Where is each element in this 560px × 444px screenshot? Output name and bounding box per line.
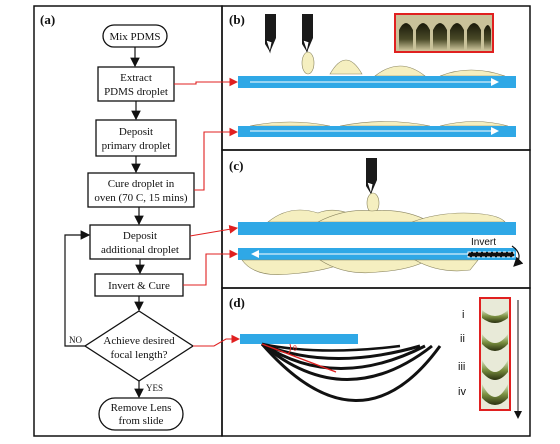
- connector-deposit-primary-b: [194, 127, 239, 191]
- panel-d: (d) θ i ii iii iv: [221, 287, 531, 437]
- inset-photo-b: [394, 13, 494, 53]
- node-extract-line2: PDMS droplet: [104, 86, 168, 98]
- invert-label: Invert: [471, 237, 496, 248]
- connector-decision-d: [193, 334, 241, 347]
- panel-a: (a) Mix PDMS Extract PDMS droplet Deposi…: [33, 5, 223, 437]
- node-invert-cure-label: Invert & Cure: [108, 280, 170, 292]
- invert-rotation-icon: [511, 245, 524, 267]
- panel-b-label: (b): [229, 12, 245, 27]
- node-cure-line2: oven (70 C, 15 mins): [94, 192, 188, 204]
- panel-b: (b): [221, 5, 531, 151]
- inset-cells: [399, 23, 491, 50]
- roman-iii: iii: [458, 361, 465, 373]
- slide-c-dashes: [467, 251, 515, 258]
- tangent-line: [261, 343, 337, 373]
- flat-droplet-1: [249, 121, 331, 127]
- node-remove-lens: [98, 397, 184, 431]
- panel-d-frame: [221, 287, 531, 437]
- panel-d-label: (d): [229, 295, 245, 310]
- node-deposit-additional: [89, 224, 191, 260]
- flat-droplet-3: [439, 121, 509, 127]
- flat-droplet-2: [339, 121, 431, 127]
- node-extract-line1: Extract: [120, 72, 152, 84]
- droplet-flat: [439, 69, 506, 77]
- contact-angle-arc: [287, 343, 292, 355]
- node-deposit-primary-line1: Deposit: [119, 126, 153, 138]
- roman-ii: ii: [460, 333, 465, 345]
- panel-c-label: (c): [229, 158, 243, 173]
- droplet-c-hang-center: [318, 259, 430, 274]
- node-deposit-primary-line2: primary droplet: [102, 140, 171, 152]
- droplet-c-center: [317, 210, 432, 223]
- connector-invert-c: [183, 249, 239, 286]
- label-no: NO: [69, 335, 82, 345]
- node-deposit-primary: [95, 119, 177, 157]
- droplet-tall: [329, 59, 363, 75]
- node-cure-line1: Cure droplet in: [108, 178, 175, 190]
- node-remove-line1: Remove Lens: [111, 402, 172, 414]
- connector-extract-b: [174, 77, 239, 87]
- node-deposit-additional-line1: Deposit: [123, 230, 157, 242]
- node-remove-line2: from slide: [119, 415, 164, 427]
- node-extract-droplet: [97, 66, 175, 102]
- theta-label: θ: [293, 344, 297, 353]
- connector-deposit-additional-c: [189, 224, 239, 237]
- panel-c: (c) Invert: [221, 149, 531, 289]
- slide-d: [240, 334, 358, 344]
- connectors: [174, 77, 241, 347]
- loop-no: [64, 230, 91, 347]
- node-decision-line2: focal length?: [110, 349, 167, 361]
- slide-c-top: [238, 222, 516, 235]
- roman-iv: iv: [458, 386, 466, 398]
- droplet-c-right: [411, 212, 506, 223]
- syringe-tip-2: [301, 14, 315, 75]
- syringe-c: [366, 158, 380, 214]
- node-cure-droplet: [87, 172, 195, 208]
- photo-strip-d: [479, 297, 511, 411]
- roman-i: i: [462, 309, 464, 321]
- label-yes: YES: [146, 383, 163, 393]
- node-decision-line1: Achieve desired: [103, 335, 175, 347]
- droplet-c-hang-right: [413, 259, 479, 272]
- panel-a-label: (a): [40, 12, 55, 27]
- node-deposit-additional-line2: additional droplet: [101, 244, 179, 256]
- droplet-medium: [374, 65, 426, 77]
- syringe-tip-1: [265, 14, 276, 54]
- node-mix-pdms-label: Mix PDMS: [109, 31, 160, 43]
